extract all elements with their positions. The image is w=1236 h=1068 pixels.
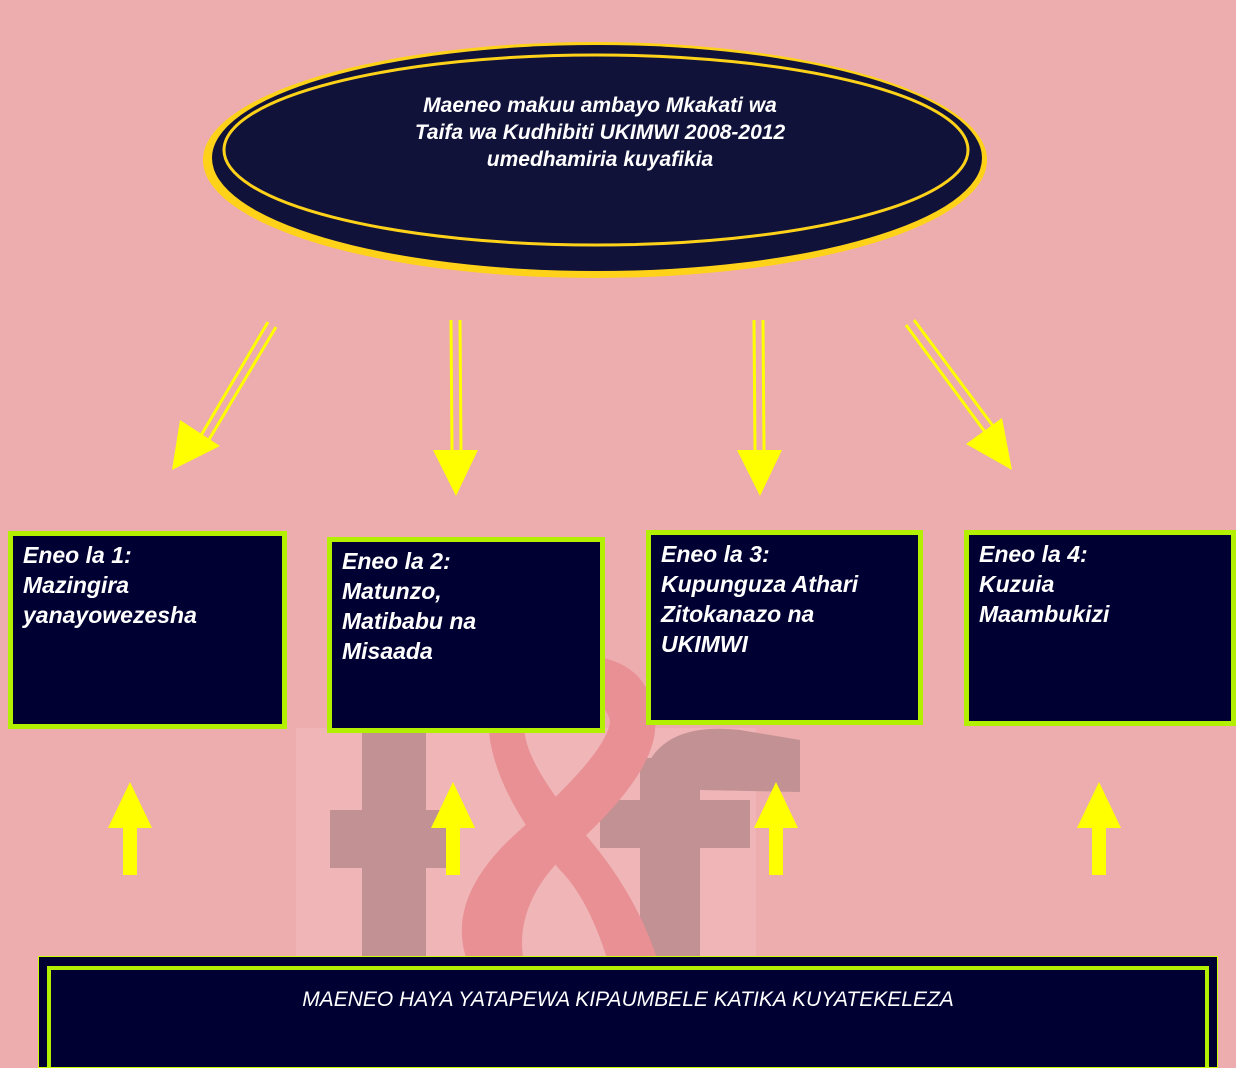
area-2-line-3: Misaada <box>342 638 433 664</box>
area-4-line-1: Kuzuia <box>979 571 1055 597</box>
arrow-to-area-1 <box>172 321 278 470</box>
area-3-line-1: Kupunguza Athari <box>661 571 859 597</box>
priority-banner-inner-border: MAENEO HAYA YATAPEWA KIPAUMBELE KATIKA K… <box>47 966 1209 1067</box>
watermark-letter-f-stem <box>640 758 700 968</box>
watermark-ribbon <box>461 654 660 968</box>
arrow-up-1 <box>108 782 152 875</box>
watermark-letter-f-top <box>640 728 800 792</box>
arrow-up-3 <box>754 782 798 875</box>
area-3-heading: Eneo la 3: <box>661 541 770 567</box>
area-box-3: Eneo la 3: Kupunguza Athari Zitokanazo n… <box>646 530 923 725</box>
arrows-down <box>172 319 1012 496</box>
area-box-2: Eneo la 2: Matunzo, Matibabu na Misaada <box>327 537 605 733</box>
diagram-title: Maeneo makuu ambayo Mkakati wa Taifa wa … <box>330 92 870 173</box>
area-box-4: Eneo la 4: Kuzuia Maambukizi <box>964 530 1236 726</box>
area-3-line-2: Zitokanazo na <box>661 601 815 627</box>
area-2-heading: Eneo la 2: <box>342 548 451 574</box>
area-2-line-1: Matunzo, <box>342 578 442 604</box>
title-oval <box>203 42 987 278</box>
area-1-line-2: yanayowezesha <box>23 602 197 628</box>
title-line-3: umedhamiria kuyafikia <box>486 148 714 171</box>
watermark-logo <box>296 654 800 968</box>
arrow-to-area-3 <box>737 319 782 496</box>
priority-banner-text: MAENEO HAYA YATAPEWA KIPAUMBELE KATIKA K… <box>302 988 954 1011</box>
arrow-to-area-4 <box>904 319 1012 470</box>
watermark-letter-f-bar <box>600 800 750 848</box>
priority-banner: MAENEO HAYA YATAPEWA KIPAUMBELE KATIKA K… <box>38 956 1218 1068</box>
arrow-up-4 <box>1077 782 1121 875</box>
area-4-heading: Eneo la 4: <box>979 541 1088 567</box>
arrow-to-area-2 <box>433 319 478 496</box>
area-2-line-2: Matibabu na <box>342 608 477 634</box>
area-4-line-2: Maambukizi <box>979 601 1110 627</box>
area-3-line-3: UKIMWI <box>661 631 748 657</box>
title-oval-fill <box>212 45 982 271</box>
area-1-heading: Eneo la 1: <box>23 542 132 568</box>
area-1-line-1: Mazingira <box>23 572 130 598</box>
area-box-1: Eneo la 1: Mazingira yanayowezesha <box>8 531 287 729</box>
arrow-up-2 <box>431 782 475 875</box>
title-oval-inner-ring <box>222 53 970 247</box>
title-line-2: Taifa wa Kudhibiti UKIMWI 2008-2012 <box>414 121 786 144</box>
arrows-up <box>108 782 1121 875</box>
title-line-1: Maeneo makuu ambayo Mkakati wa <box>423 94 777 117</box>
